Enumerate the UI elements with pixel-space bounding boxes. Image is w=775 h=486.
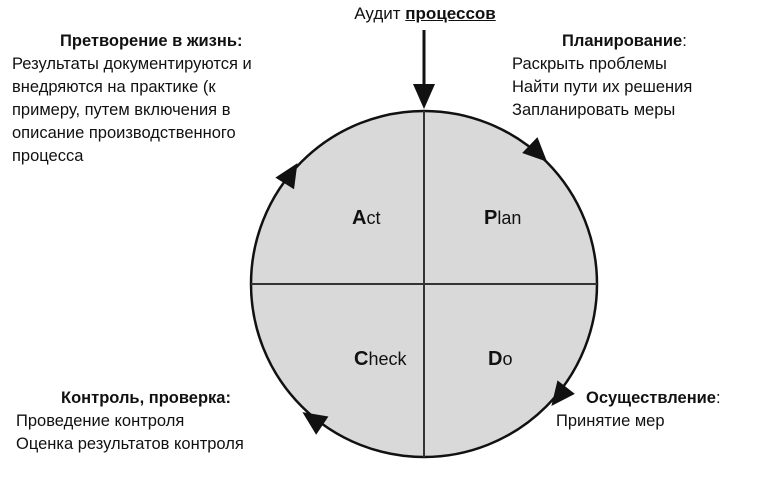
arrow-check-icon: [302, 412, 329, 435]
do-line: Принятие мер: [556, 412, 665, 430]
audit-label: Аудит процессов: [300, 4, 550, 24]
plan-line: Запланировать меры: [512, 101, 676, 119]
do-heading-text: Осуществление: [586, 389, 716, 407]
act-line: внедряются на практике (к: [12, 78, 216, 96]
plan-heading: Планирование:: [562, 30, 692, 53]
check-heading: Контроль, проверка:: [61, 389, 231, 407]
plan-line: Раскрыть проблемы: [512, 55, 667, 73]
quadrant-act: Act: [352, 207, 380, 229]
plan-description: Планирование: Раскрыть проблемы Найти пу…: [512, 30, 692, 122]
plan-line: Найти пути их решения: [512, 78, 693, 96]
check-description: Контроль, проверка: Проведение контроля …: [16, 387, 244, 456]
audit-label-prefix: Аудит: [354, 4, 401, 23]
act-line: процесса: [12, 147, 84, 165]
arrow-do-icon: [551, 380, 575, 407]
check-line: Оценка результатов контроля: [16, 435, 244, 453]
audit-arrow-head-icon: [413, 84, 435, 109]
plan-heading-colon: :: [682, 32, 687, 50]
do-heading: Осуществление:: [586, 387, 721, 410]
arrow-plan-icon: [522, 137, 548, 162]
act-description: Претворение в жизнь: Результаты документ…: [12, 30, 252, 168]
quadrant-plan: Plan: [484, 207, 521, 229]
quadrant-do: Do: [488, 348, 512, 370]
plan-heading-text: Планирование: [562, 32, 683, 50]
act-heading: Претворение в жизнь:: [60, 32, 243, 50]
act-line: описание производственного: [12, 124, 236, 142]
check-line: Проведение контроля: [16, 412, 185, 430]
audit-label-bold: процессов: [405, 4, 496, 23]
act-line: примеру, путем включения в: [12, 101, 231, 119]
do-heading-colon: :: [715, 389, 721, 407]
quadrant-check: Check: [354, 348, 407, 370]
do-description: Осуществление: Принятие мер: [556, 387, 721, 433]
arrow-act-icon: [275, 163, 298, 190]
act-line: Результаты документируются и: [12, 55, 252, 73]
